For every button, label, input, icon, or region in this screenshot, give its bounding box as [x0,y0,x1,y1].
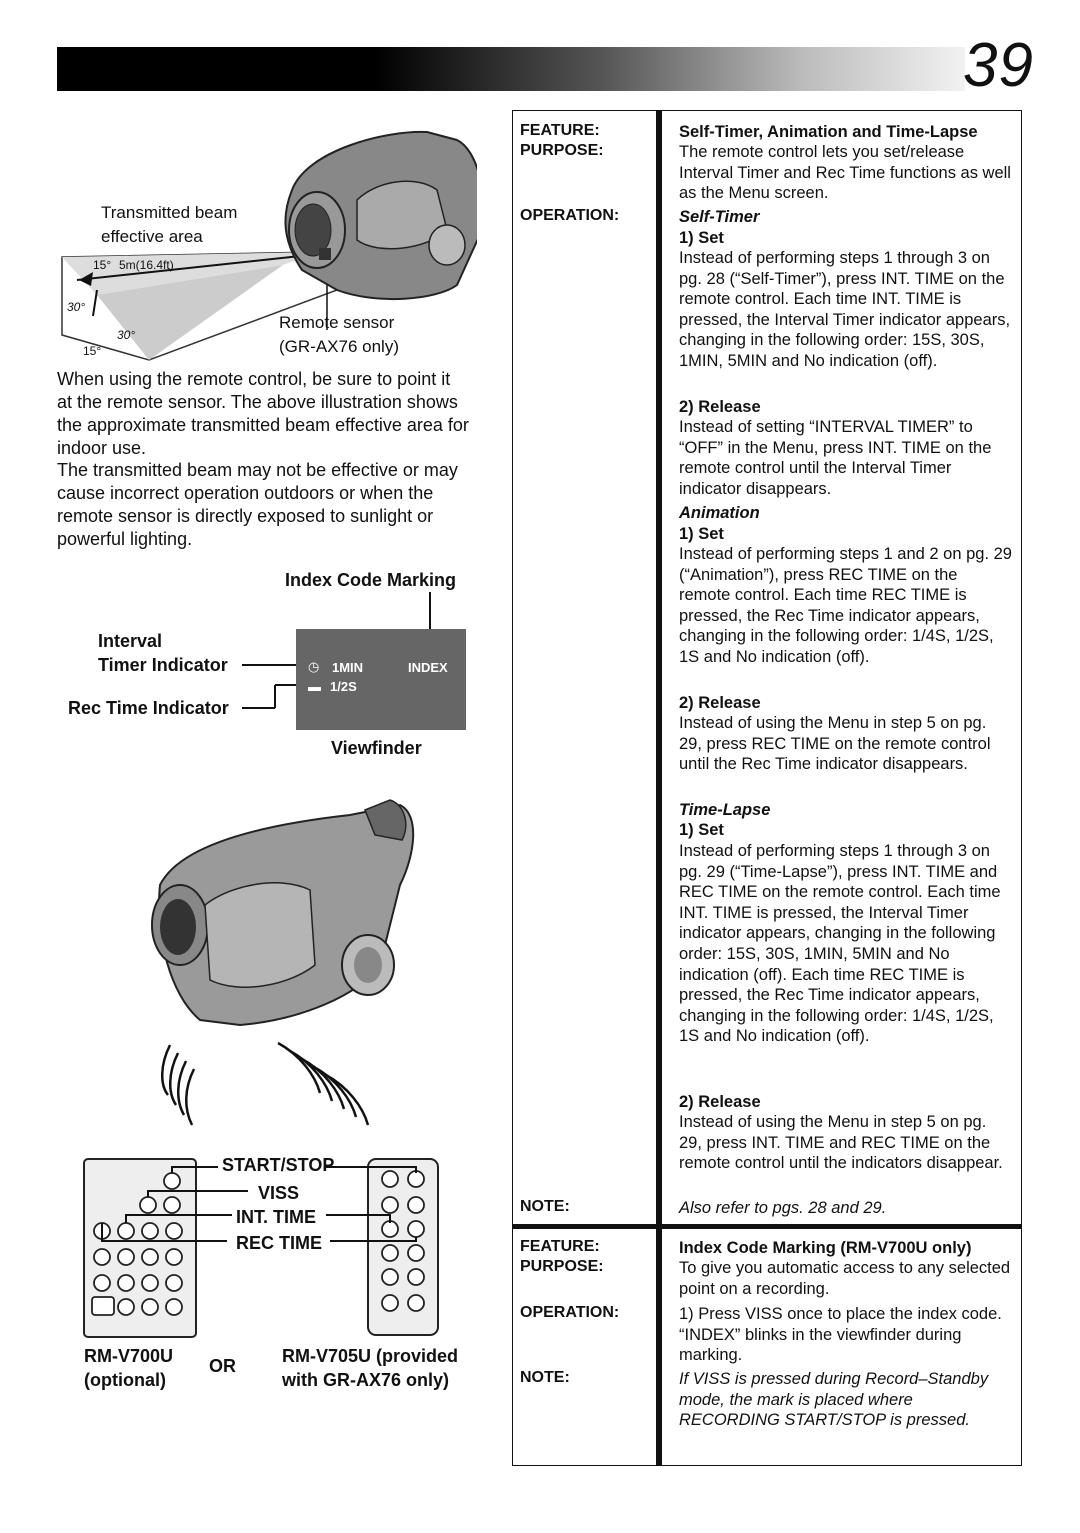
note-text-2: If VISS is pressed during Record–Standby… [679,1370,989,1430]
vf-index-indicator: INDEX [408,660,448,675]
viewfinder-display: ◷ 1MIN INDEX ▬ 1/2S [296,629,466,730]
angle-30-right: 30° [117,328,136,342]
vf-interval-value: 1MIN [332,660,364,675]
feature-title-1: Self-Timer, Animation and Time-Lapse [679,123,978,141]
self-timer-heading: Self-Timer [679,208,760,226]
beam-distance: 5m(16.4ft) [119,258,174,272]
beam-diagram: Transmitted beam effective area 15° 5m(1… [57,120,485,370]
vf-rec-time-value: 1/2S [330,679,357,694]
self-timer-release-text: Instead of setting “INTERVAL TIMER” to “… [679,418,992,498]
rm-v705u-provided: with GR-AX76 only) [282,1370,450,1390]
angle-30-left: 30° [67,300,86,314]
animation-heading: Animation [679,504,760,522]
table-column-divider [656,111,662,1465]
timelapse-set-heading: 1) Set [679,821,724,839]
note-label-2: NOTE: [520,1369,570,1386]
viewfinder-callout-lines [242,592,431,709]
animation-release-text: Instead of using the Menu in step 5 on p… [679,714,991,774]
purpose-label-1: PURPOSE: [520,142,604,159]
operation-text-2: 1) Press VISS once to place the index co… [679,1305,1002,1365]
note-text-1: Also refer to pgs. 28 and 29. [679,1199,887,1217]
timelapse-set-text: Instead of performing steps 1 through 3 … [679,842,1001,1046]
animation-release-heading: 2) Release [679,694,761,712]
operation-label-1: OPERATION: [520,207,620,224]
feature-label-1: FEATURE: [520,122,600,139]
viss-label: VISS [258,1183,300,1203]
operation-label-2: OPERATION: [520,1304,620,1321]
beam-label-line2: effective area [101,227,203,246]
rec-time-icon: ▬ [308,679,321,694]
self-timer-release-heading: 2) Release [679,398,761,416]
int-time-label: INT. TIME [236,1207,316,1227]
angle-15-bottom: 15° [83,344,102,358]
animation-set-text: Instead of performing steps 1 and 2 on p… [679,545,1012,666]
intro-paragraph-1: When using the remote control, be sure t… [57,369,469,458]
rm-v705u-label: RM-V705U (provided [282,1346,459,1366]
sensor-label-line2: (GR-AX76 only) [279,337,399,356]
or-label: OR [209,1356,236,1376]
start-stop-label: START/STOP [222,1155,335,1175]
rec-time-label: REC TIME [236,1233,323,1253]
header-gradient-bar [57,47,965,91]
feature-title-2: Index Code Marking (RM-V700U only) [679,1239,972,1257]
purpose-label-2: PURPOSE: [520,1258,604,1275]
ir-signal-waves [161,1041,370,1126]
camcorder-top-illustration [284,130,485,301]
self-timer-set-text: Instead of performing steps 1 through 3 … [679,249,1011,370]
self-timer-set-heading: 1) Set [679,229,724,247]
timelapse-heading: Time-Lapse [679,801,771,819]
index-code-marking-label: Index Code Marking [285,570,457,590]
timelapse-release-heading: 2) Release [679,1093,761,1111]
viewfinder-label: Viewfinder [331,738,422,758]
timer-indicator-label: Timer Indicator [98,655,228,675]
clock-icon: ◷ [308,659,320,674]
angle-15-top: 15° [93,258,112,272]
rec-time-indicator-label: Rec Time Indicator [68,698,229,718]
remote-illustrations [83,1158,439,1338]
page-number: 39 [963,31,1034,100]
table-row-separator [513,1224,1021,1229]
purpose-text-1: The remote control lets you set/release … [679,143,1011,203]
purpose-text-2: To give you automatic access to any sele… [679,1259,1011,1298]
feature-label-2: FEATURE: [520,1238,600,1255]
intro-paragraph-2: The transmitted beam may not be effectiv… [57,460,458,549]
note-label-1: NOTE: [520,1198,570,1215]
interval-label: Interval [98,631,163,651]
rm-v700u-optional: (optional) [84,1370,166,1390]
animation-set-heading: 1) Set [679,525,724,543]
rm-v700u-label: RM-V700U [84,1346,174,1366]
sensor-label-line1: Remote sensor [279,313,395,332]
camcorder-illustration [151,799,415,1027]
feature-table: FEATURE: PURPOSE: OPERATION: Self-Timer,… [512,110,1022,1466]
timelapse-release-text: Instead of using the Menu in step 5 on p… [679,1113,1003,1173]
beam-label-line1: Transmitted beam [101,203,238,222]
